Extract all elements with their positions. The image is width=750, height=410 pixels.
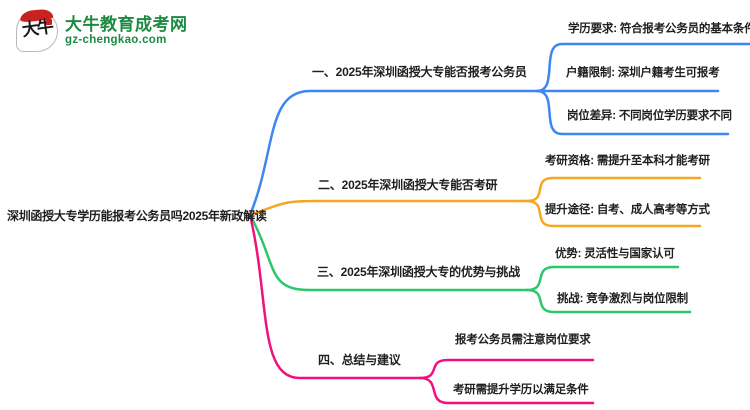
branch-2-trunk-line <box>248 199 529 217</box>
logo-bull-bubble-icon: 大牛 <box>16 8 58 52</box>
branch-2-child-2-line <box>525 199 702 228</box>
branch-1-child-2: 户籍限制: 深圳户籍考生可报考 <box>566 67 720 79</box>
branch-3-topic: 三、2025年深圳函授大专的优势与挑战 <box>317 265 520 279</box>
branch-4-child-2: 考研需提升学历以满足条件 <box>453 384 589 396</box>
branch-2-topic: 二、2025年深圳函授大专能否考研 <box>318 178 498 192</box>
logo-title: 大牛教育成考网 <box>65 15 188 34</box>
branch-3-trunk-line <box>248 213 529 292</box>
branch-1-trunk-line <box>248 89 539 217</box>
logo-red-seal-icon <box>46 19 52 25</box>
branch-1-child-3-line <box>535 89 730 136</box>
branch-3-lines <box>248 213 692 314</box>
branch-1-child-1: 学历要求: 符合报考公务员的基本条件 <box>568 23 750 35</box>
logo-domain: gz-chengkao.com <box>65 34 167 46</box>
branch-4-topic: 四、总结与建议 <box>318 353 401 367</box>
branch-1-child-3: 岗位差异: 不同岗位学历要求不同 <box>567 110 732 122</box>
branch-4-child-1-line <box>418 358 595 380</box>
branch-1-lines <box>248 42 750 217</box>
branch-4-trunk-line <box>248 213 422 380</box>
branch-4-lines <box>248 213 595 405</box>
branch-1-child-1-line <box>535 42 750 93</box>
branch-4-child-1: 报考公务员需注意岗位要求 <box>455 334 591 346</box>
logo-text-block: 大牛教育成考网 gz-chengkao.com <box>65 15 188 47</box>
branch-1-topic: 一、2025年深圳函授大专能否报考公务员 <box>312 65 527 79</box>
root-node: 深圳函授大专学历能报考公务员吗2025年新政解读 <box>7 209 267 223</box>
site-logo: 大牛 大牛教育成考网 gz-chengkao.com <box>16 8 188 52</box>
branch-2-child-1-line <box>525 176 702 203</box>
branch-3-child-2: 挑战: 竞争激烈与岗位限制 <box>557 293 688 305</box>
branch-3-child-2-line <box>525 288 692 314</box>
branch-4-child-2-line <box>418 376 595 405</box>
branch-3-child-1-line <box>525 265 680 292</box>
branch-2-lines <box>248 176 702 228</box>
branch-2-child-1: 考研资格: 需提升至本科才能考研 <box>545 155 710 167</box>
branch-3-child-1: 优势: 灵活性与国家认可 <box>555 248 675 260</box>
branch-2-child-2: 提升途径: 自考、成人高考等方式 <box>545 204 710 216</box>
